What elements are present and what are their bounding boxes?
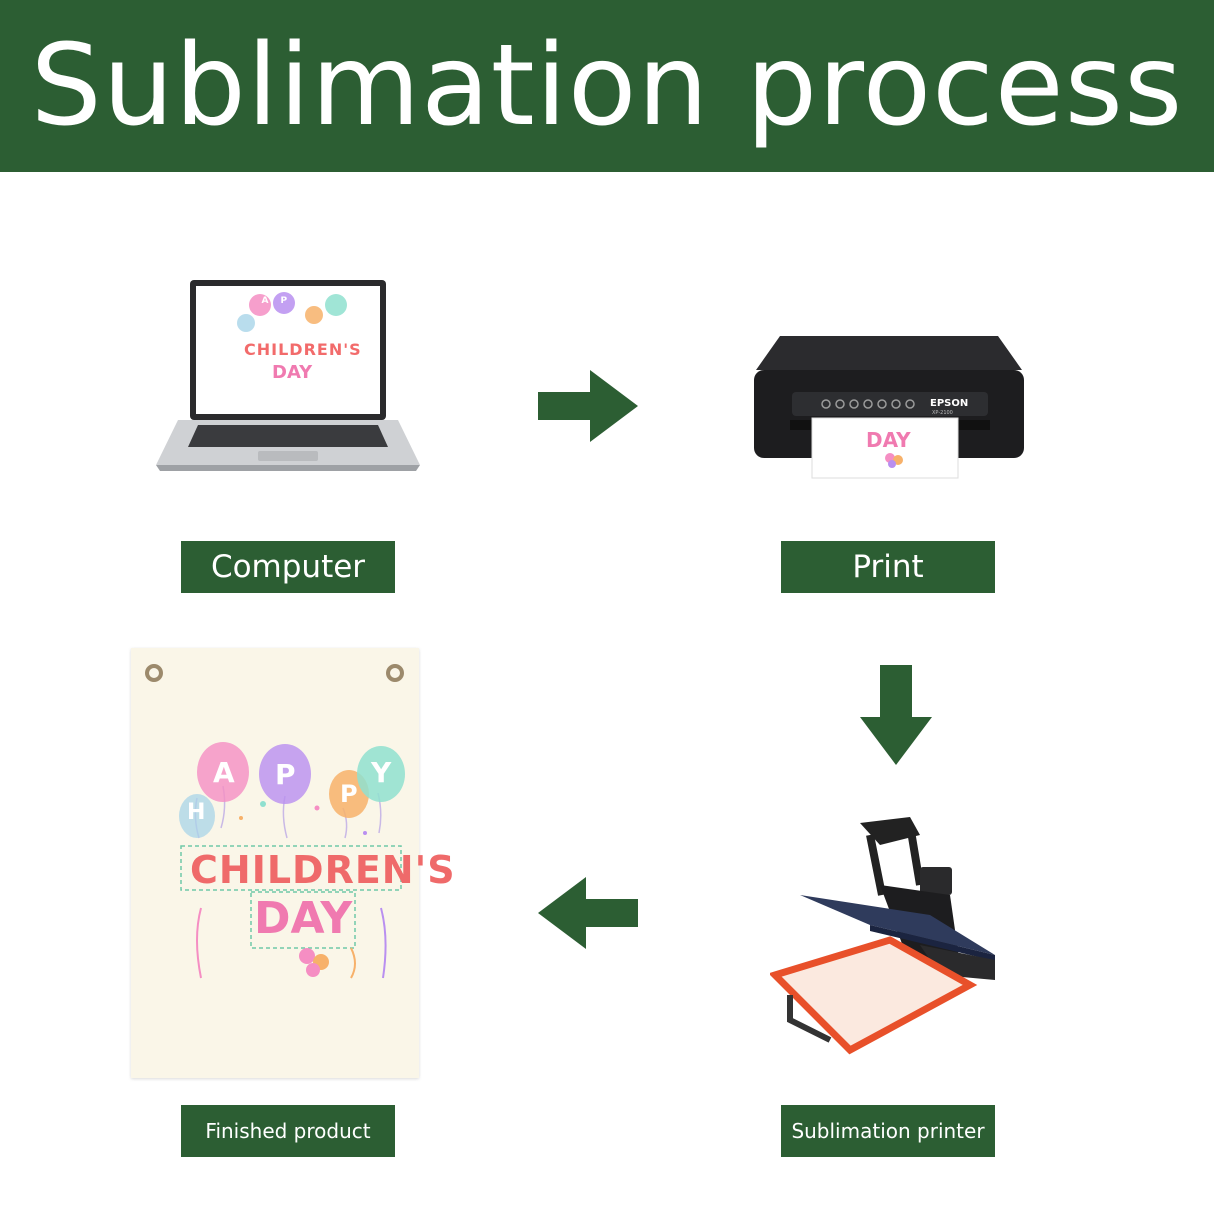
step-label-print: Print xyxy=(781,541,995,593)
printer-control-panel xyxy=(792,392,988,416)
printer-lid xyxy=(756,336,1022,370)
laptop-trackpad xyxy=(258,451,318,461)
flower-icon xyxy=(885,453,903,468)
grommet-icon xyxy=(145,664,163,682)
press-control-box xyxy=(920,867,952,895)
printer-illustration xyxy=(754,336,1024,479)
laptop-keyboard xyxy=(188,425,388,447)
laptop-illustration xyxy=(156,280,420,471)
grommet-icon xyxy=(386,664,404,682)
flower-icon xyxy=(299,948,329,977)
step-label-finished-product: Finished product xyxy=(181,1105,395,1157)
printed-paper xyxy=(811,417,959,479)
finished-banner-artwork xyxy=(145,664,405,979)
printer-model: XP-2100 xyxy=(932,410,953,416)
press-lower-platen xyxy=(770,936,978,1055)
banner-text-line1: CHILDREN'S xyxy=(190,848,456,892)
step-label-computer: Computer xyxy=(181,541,395,593)
balloon-letter: P xyxy=(340,780,358,808)
page-title: Sublimation process xyxy=(30,21,1184,151)
arrow-left-icon xyxy=(538,877,638,949)
screen-text-line2: DAY xyxy=(272,362,313,383)
screen-text-line1: CHILDREN'S xyxy=(244,340,362,359)
arrow-right-icon xyxy=(538,370,638,442)
balloon-letter: H xyxy=(187,800,206,825)
balloon-letter: P xyxy=(275,758,296,791)
balloons xyxy=(179,742,405,838)
screen-balloon-letters: HAPPY xyxy=(242,296,337,306)
finished-banner xyxy=(131,648,419,1078)
balloon-letter: Y xyxy=(371,756,392,789)
arrow-down-icon xyxy=(860,665,932,765)
screen-artwork xyxy=(237,292,347,332)
balloon-letter: A xyxy=(213,756,235,789)
step-label-sublimation-printer: Sublimation printer xyxy=(781,1105,995,1157)
printed-text: DAY xyxy=(866,428,911,452)
heat-press-illustration xyxy=(770,817,995,1055)
printer-brand: EPSON xyxy=(930,398,969,409)
banner-text-line2: DAY xyxy=(254,893,353,944)
header-banner: Sublimation process xyxy=(0,0,1214,172)
press-upper-platen xyxy=(800,895,995,955)
